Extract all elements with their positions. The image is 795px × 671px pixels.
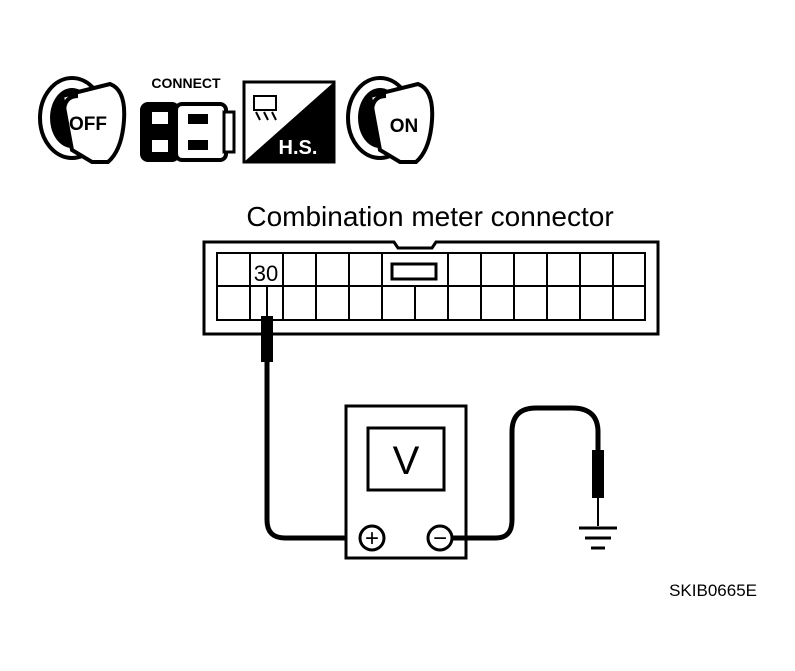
figure-code: SKIB0665E bbox=[669, 581, 757, 600]
combination-meter-connector: 30 bbox=[202, 240, 660, 336]
key-on-label: ON bbox=[390, 116, 419, 137]
hs-icon: H.S. bbox=[242, 80, 336, 164]
connector-connect-icon: CONNECT bbox=[140, 75, 236, 162]
positive-terminal-label: + bbox=[365, 525, 379, 552]
negative-probe bbox=[452, 405, 604, 541]
voltmeter: V + − bbox=[344, 404, 468, 560]
negative-terminal-label: − bbox=[433, 525, 447, 552]
key-off-label: OFF bbox=[69, 114, 107, 135]
positive-probe bbox=[261, 286, 350, 541]
connector-title: Combination meter connector bbox=[246, 201, 613, 232]
ignition-on-icon: ON bbox=[346, 76, 435, 164]
ignition-off-icon: OFF bbox=[38, 76, 127, 164]
connect-label: CONNECT bbox=[151, 75, 221, 91]
hs-label: H.S. bbox=[279, 137, 318, 159]
ground-icon bbox=[579, 526, 617, 550]
terminal-30-label: 30 bbox=[254, 261, 278, 286]
positive-terminal-icon bbox=[358, 524, 386, 552]
voltmeter-symbol: V bbox=[393, 439, 420, 483]
